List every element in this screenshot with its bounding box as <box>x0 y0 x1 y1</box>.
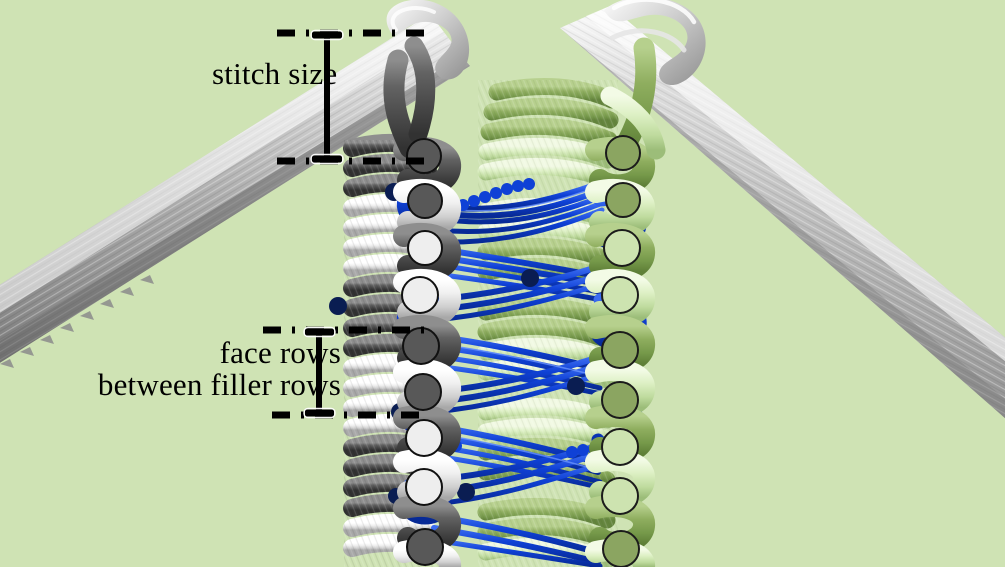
dimension-arrow <box>305 328 334 417</box>
face-rows-label-line1: face rows <box>219 335 341 370</box>
marker-dot <box>407 230 443 266</box>
stitch-markers-right <box>601 135 641 567</box>
marker-dot <box>605 182 641 218</box>
stitch-size-label: stitch size <box>212 56 338 91</box>
dimension-arrow <box>312 31 342 163</box>
marker-dot <box>404 373 442 411</box>
marker-dot <box>601 276 639 314</box>
face-rows-label-line2: between filler rows <box>97 367 341 403</box>
marker-dot <box>602 530 640 567</box>
marker-dot <box>405 419 443 457</box>
left-needle <box>0 0 470 368</box>
marker-dot <box>401 276 439 314</box>
marker-dot <box>601 428 639 466</box>
marker-dot <box>601 331 639 369</box>
marker-dot <box>407 183 443 219</box>
marker-dot <box>405 468 443 506</box>
marker-dot <box>406 138 442 174</box>
marker-dot <box>601 381 639 419</box>
annotation-face-rows <box>263 326 425 419</box>
marker-dot <box>605 135 641 171</box>
right-needle <box>560 0 1005 419</box>
marker-dot <box>601 477 639 515</box>
marker-dot <box>603 229 641 267</box>
marker-dot <box>406 528 444 566</box>
annotation-stitch-size <box>277 29 432 165</box>
